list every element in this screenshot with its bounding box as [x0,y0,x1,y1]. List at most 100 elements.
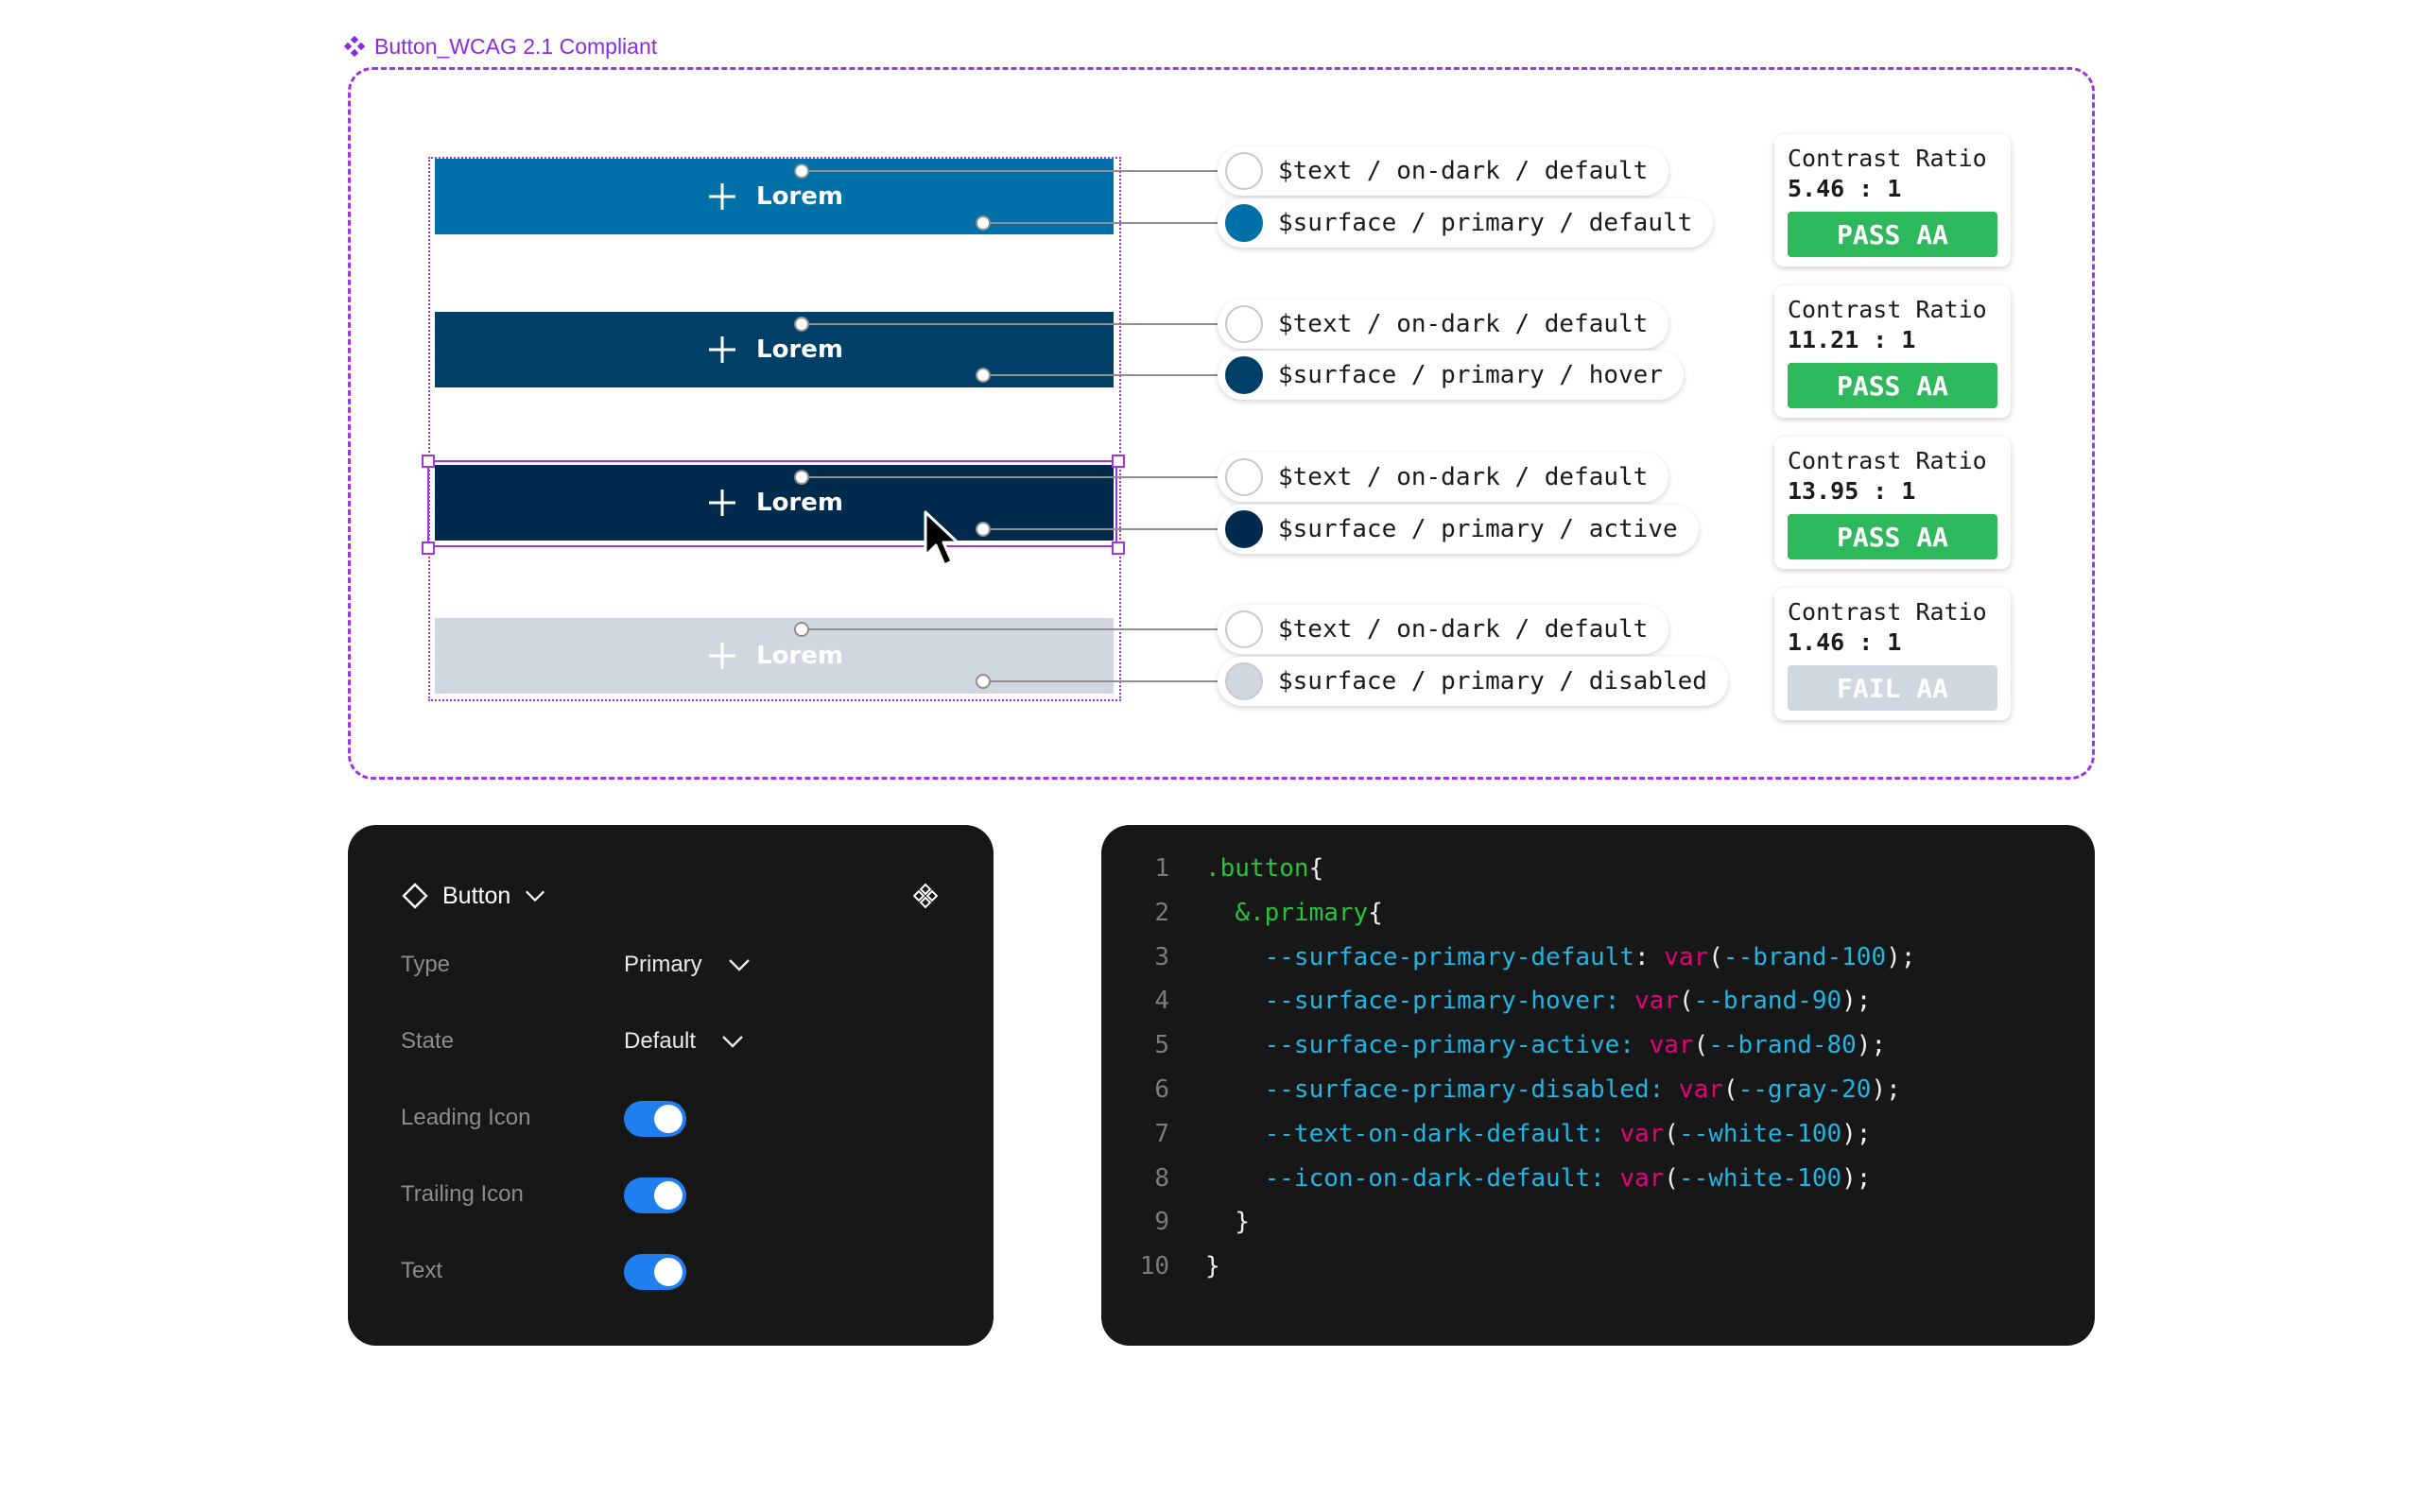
contrast-card: Contrast Ratio 11.21 : 1 PASS AA [1774,285,2011,418]
plus-icon [709,336,735,363]
code-token: ); [1841,987,1872,1016]
leading-icon-toggle[interactable] [624,1101,686,1137]
line-number: 10 [1139,1252,1169,1281]
button-label: Lorem [756,642,843,670]
code-token: --white-100 [1678,1163,1842,1193]
code-token: { [1368,898,1383,927]
wcag-badge: PASS AA [1788,514,1997,559]
token-name: $text / on-dark / default [1278,157,1649,185]
code-token: --gray-20 [1737,1075,1872,1104]
code-text: --surface-primary-disabled: var(--gray-2… [1205,1075,1901,1104]
color-swatch [1225,510,1263,548]
code-line: 8 --icon-on-dark-default: var(--white-10… [1101,1160,1871,1197]
code-text: } [1205,1208,1250,1236]
contrast-card: Contrast Ratio 13.95 : 1 PASS AA [1774,437,2011,569]
token-pill-text[interactable]: $text / on-dark / default [1218,605,1669,654]
prop-label-state: State [401,1028,455,1054]
line-number: 3 [1154,942,1169,971]
color-swatch [1225,152,1263,190]
code-line: 5 --surface-primary-active: var(--brand-… [1101,1026,1886,1064]
token-pill-surface[interactable]: $surface / primary / disabled [1218,657,1728,706]
code-token: --surface-primary-disabled: [1264,1075,1665,1104]
code-text: } [1205,1252,1220,1280]
component-frame[interactable] [348,67,2095,780]
trailing-icon-toggle[interactable] [624,1177,686,1213]
line-number: 8 [1154,1163,1169,1193]
button-default[interactable]: Lorem [435,159,1114,234]
contrast-label: Contrast Ratio [1788,145,1987,172]
code-line: 6 --surface-primary-disabled: var(--gray… [1101,1071,1900,1108]
token-name: $text / on-dark / default [1278,463,1649,491]
code-text: --text-on-dark-default: var(--white-100)… [1205,1119,1872,1148]
code-token: .button [1205,854,1309,883]
button-hover[interactable]: Lorem [435,312,1114,387]
code-token: var [1678,1075,1723,1104]
code-panel: 1.button{2 &.primary{3 --surface-primary… [1101,825,2095,1346]
code-token: } [1235,1208,1250,1237]
text-toggle[interactable] [624,1254,686,1290]
type-dropdown[interactable]: Primary [624,952,752,978]
line-number: 5 [1154,1031,1169,1060]
color-swatch [1225,204,1263,242]
token-name: $surface / primary / disabled [1278,667,1707,696]
token-name: $surface / primary / hover [1278,361,1663,389]
frame-title[interactable]: Button_WCAG 2.1 Compliant [344,30,657,62]
code-token [1634,1031,1650,1059]
resize-handle[interactable] [422,541,435,555]
color-swatch [1225,610,1263,648]
code-line: 4 --surface-primary-hover: var(--brand-9… [1101,982,1871,1020]
contrast-ratio: 13.95 : 1 [1788,477,1916,505]
resize-handle[interactable] [1112,455,1125,468]
code-token: --white-100 [1678,1119,1842,1148]
button-disabled: Lorem [435,618,1114,694]
button-label: Lorem [756,335,843,364]
contrast-label: Contrast Ratio [1788,447,1987,474]
code-token: var [1634,987,1679,1016]
token-pill-surface[interactable]: $surface / primary / default [1218,198,1714,248]
code-token: ); [1871,1075,1901,1104]
contrast-label: Contrast Ratio [1788,296,1987,323]
component-selector[interactable]: Button [401,882,546,910]
code-text: &.primary{ [1205,899,1383,927]
code-token [1605,1164,1620,1193]
selection-box [427,460,1117,547]
color-swatch [1225,356,1263,394]
code-token: ( [1708,942,1723,971]
code-token: ); [1856,1031,1887,1060]
token-name: $surface / primary / default [1278,209,1693,237]
code-token: --brand-90 [1693,987,1842,1016]
component-grid-icon[interactable] [913,884,938,908]
color-swatch [1225,458,1263,496]
code-token: : [1634,942,1665,971]
prop-label-type: Type [401,952,451,977]
code-line: 10} [1101,1247,1220,1285]
code-token: ( [1664,1119,1679,1148]
resize-handle[interactable] [422,455,435,468]
token-pill-text[interactable]: $text / on-dark / default [1218,300,1669,349]
code-token: --icon-on-dark-default: [1264,1163,1605,1193]
code-token: } [1205,1252,1220,1281]
code-token [1619,987,1634,1015]
properties-panel: Button Type Primary State Default Leadin… [348,825,994,1346]
chevron-down-icon [526,890,545,902]
code-text: --surface-primary-hover: var(--brand-90)… [1205,987,1872,1016]
cursor-icon [924,510,959,567]
state-dropdown[interactable]: Default [624,1028,745,1055]
code-token: ( [1678,987,1694,1016]
frame-title-label: Button_WCAG 2.1 Compliant [374,33,658,59]
code-token: ); [1886,942,1916,971]
resize-handle[interactable] [1112,541,1125,555]
token-pill-surface[interactable]: $surface / primary / hover [1218,351,1684,400]
token-pill-surface[interactable]: $surface / primary / active [1218,505,1699,554]
plus-icon [709,490,735,516]
button-label: Lorem [756,489,843,517]
line-number: 9 [1154,1208,1169,1237]
button-label: Lorem [756,182,843,211]
code-line: 1.button{ [1101,850,1323,887]
token-pill-text[interactable]: $text / on-dark / default [1218,453,1669,502]
wcag-badge: PASS AA [1788,212,1997,257]
code-token: { [1308,854,1324,883]
token-pill-text[interactable]: $text / on-dark / default [1218,146,1669,196]
code-token: var [1619,1163,1665,1193]
code-token: ); [1841,1163,1872,1193]
